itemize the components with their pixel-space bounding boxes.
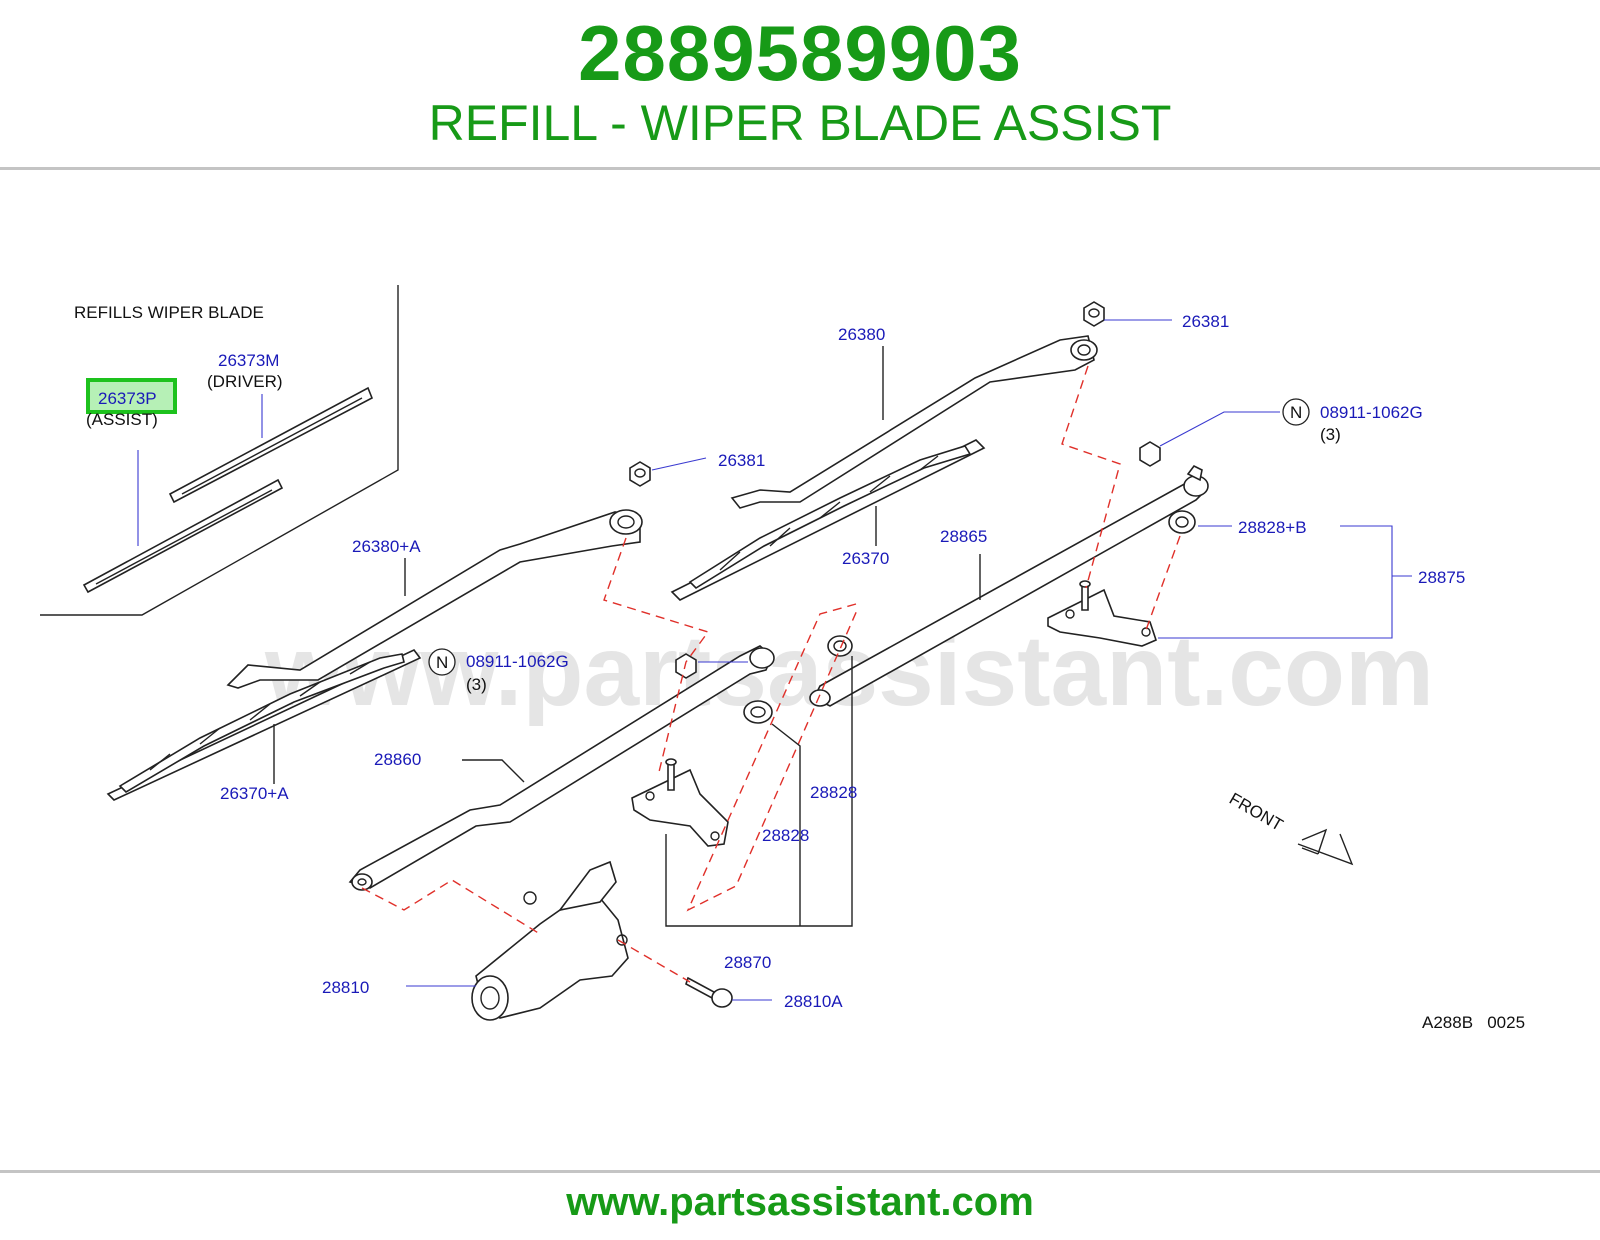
callout-08911-left-qty: (3) [466, 675, 487, 694]
part-number-title: 2889589903 [578, 9, 1022, 97]
leader-08911-right [1159, 411, 1280, 447]
callout-26373P[interactable]: 26373P [98, 389, 157, 408]
link-rod-28865 [809, 464, 1209, 707]
callout-08911-right-qty: (3) [1320, 425, 1341, 444]
n-symbol-right-letter: N [1290, 403, 1302, 422]
callout-26381-top[interactable]: 26381 [1182, 312, 1229, 331]
callout-28870[interactable]: 28870 [724, 953, 771, 972]
callout-28860[interactable]: 28860 [374, 750, 421, 769]
callout-28865[interactable]: 28865 [940, 527, 987, 546]
bolt-28810A [685, 976, 733, 1008]
bushing-28828-lower [743, 700, 773, 724]
n-symbol-left-letter: N [436, 653, 448, 672]
refill-strip-driver [168, 386, 374, 504]
wiper-blade-driver [670, 439, 986, 601]
nut-08911-right [1139, 441, 1161, 467]
nut-26381-top [1083, 301, 1105, 327]
alignment-line-bolt [617, 939, 691, 983]
alignment-line-motor [361, 879, 541, 935]
leader-28860 [462, 759, 525, 783]
footer-divider [0, 1170, 1600, 1173]
wiper-blade-assist [106, 648, 422, 801]
wiper-motor [471, 860, 629, 1021]
wiper-arm-assist [226, 509, 643, 689]
front-label: FRONT [1226, 789, 1286, 835]
header-divider [0, 167, 1600, 170]
part-name-subtitle: REFILL - WIPER BLADE ASSIST [428, 95, 1172, 151]
front-arrow-icon [1297, 828, 1354, 866]
link-rod-28860 [348, 645, 775, 891]
wiper-arm-driver [730, 335, 1098, 509]
parts-diagram: www.partsassistant.com [0, 270, 1600, 1080]
leader-28870-bracket [665, 656, 853, 927]
n-symbol-left-icon [428, 648, 456, 676]
leader-26381-mid [651, 457, 707, 471]
nut-26381-mid [629, 461, 651, 487]
inset-border [40, 285, 399, 616]
highlight-box-26373P [86, 378, 177, 414]
callout-26373M-note: (DRIVER) [207, 372, 283, 391]
alignment-line-right-arm [1061, 365, 1121, 589]
diagram-ref-code: A288B 0025 [1422, 1013, 1525, 1032]
callout-26370[interactable]: 26370 [842, 549, 889, 568]
callout-26380[interactable]: 26380 [838, 325, 885, 344]
callout-08911-left[interactable]: 08911-1062G [466, 652, 569, 671]
alignment-line-center [686, 603, 859, 912]
callout-28828-right[interactable]: 28828 [810, 783, 857, 802]
callout-26381-mid[interactable]: 26381 [718, 451, 765, 470]
callout-28810A[interactable]: 28810A [784, 992, 843, 1011]
pivot-assembly-left [631, 758, 729, 847]
callout-28875[interactable]: 28875 [1418, 568, 1465, 587]
callout-26380A[interactable]: 26380+A [352, 537, 421, 556]
leader-28875-bracket [1158, 525, 1393, 639]
callout-26373P-note: (ASSIST) [86, 410, 158, 429]
refill-strip-assist [82, 478, 284, 594]
callout-28828-left[interactable]: 28828 [762, 826, 809, 845]
bushing-28828B [1168, 510, 1196, 534]
alignment-line-right-bushing [1145, 535, 1181, 631]
callout-08911-right[interactable]: 08911-1062G [1320, 403, 1423, 422]
diagram-svg: www.partsassistant.com [40, 285, 1525, 1032]
callout-28810[interactable]: 28810 [322, 978, 369, 997]
callout-28828B[interactable]: 28828+B [1238, 518, 1307, 537]
n-symbol-right-icon [1282, 398, 1310, 426]
page-header: 2889589903 REFILL - WIPER BLADE ASSIST [0, 0, 1600, 170]
bushing-28828-upper [827, 635, 853, 657]
footer-website-link[interactable]: www.partsassistant.com [566, 1180, 1034, 1224]
nut-08911-left [675, 653, 697, 679]
callout-26373M[interactable]: 26373M [218, 351, 279, 370]
callout-26370A[interactable]: 26370+A [220, 784, 289, 803]
inset-title: REFILLS WIPER BLADE [74, 303, 264, 322]
